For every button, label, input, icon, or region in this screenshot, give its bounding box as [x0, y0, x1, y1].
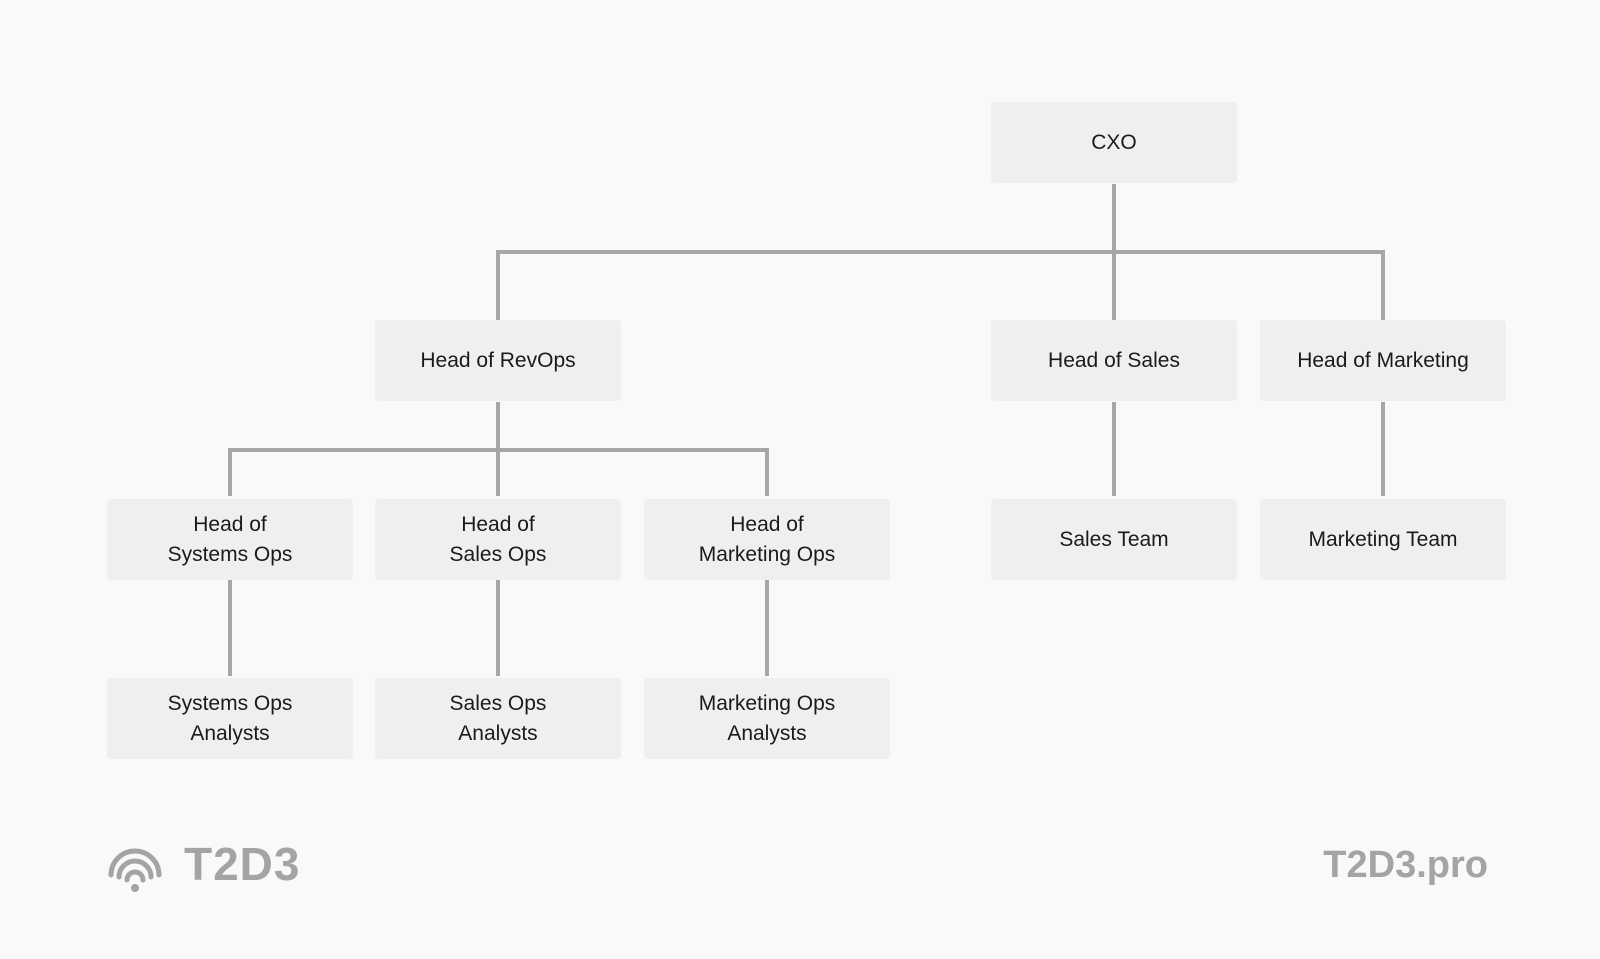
node-head-of-marketing: Head of Marketing	[1260, 320, 1506, 401]
node-marketing-ops-analysts: Marketing Ops Analysts	[644, 678, 890, 759]
website-url: T2D3.pro	[1323, 844, 1488, 886]
brand-name: T2D3	[184, 838, 301, 890]
connector-cxo-to-heads	[496, 184, 1385, 320]
node-sales-ops-analysts: Sales Ops Analysts	[375, 678, 621, 759]
brand-logo: T2D3	[106, 834, 300, 894]
node-sales-team: Sales Team	[991, 499, 1237, 580]
connector-revops-to-ops-heads	[228, 402, 769, 496]
node-head-of-systems-ops: Head of Systems Ops	[107, 499, 353, 580]
node-cxo: CXO	[991, 102, 1237, 183]
node-marketing-team: Marketing Team	[1260, 499, 1506, 580]
wifi-signal-icon	[106, 835, 164, 893]
node-head-of-sales: Head of Sales	[991, 320, 1237, 401]
node-head-of-sales-ops: Head of Sales Ops	[375, 499, 621, 580]
node-head-of-revops: Head of RevOps	[375, 320, 621, 401]
node-head-of-marketing-ops: Head of Marketing Ops	[644, 499, 890, 580]
node-systems-ops-analysts: Systems Ops Analysts	[107, 678, 353, 759]
